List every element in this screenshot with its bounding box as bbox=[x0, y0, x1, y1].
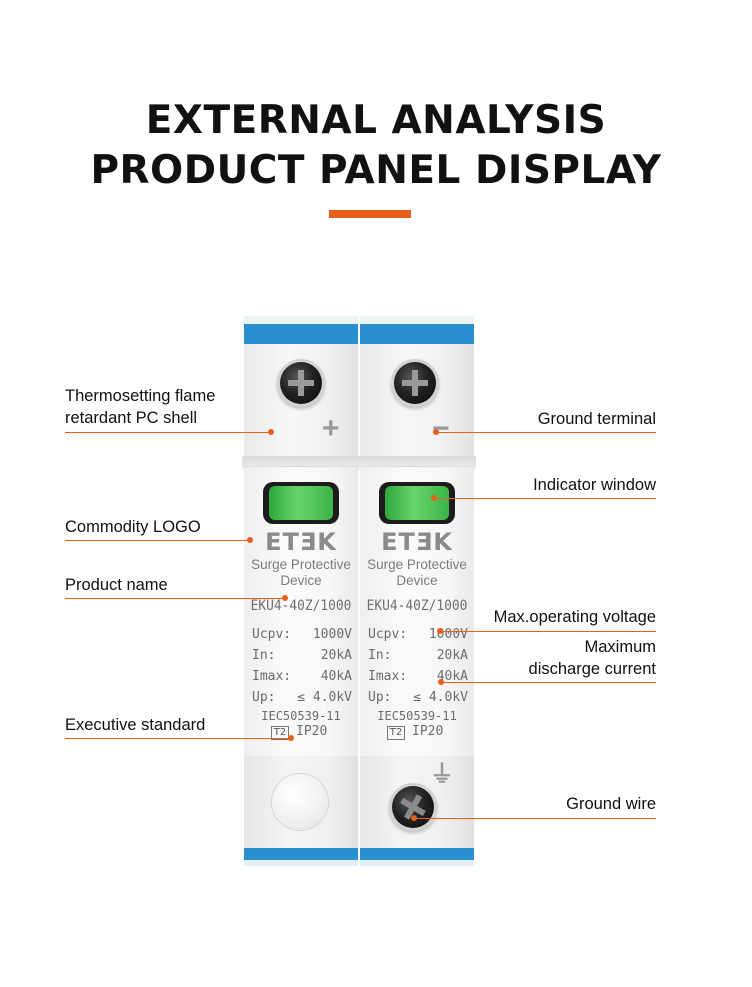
plus-terminal-mark: + bbox=[322, 412, 340, 445]
callout-shell: Thermosetting flame retardant PC shell bbox=[65, 387, 216, 427]
release-button[interactable] bbox=[272, 774, 328, 830]
device-pole-right: − ETƎK Surge Protective Device EKU4-40Z/… bbox=[358, 316, 476, 866]
ground-symbol-icon: ⏚ bbox=[430, 761, 454, 788]
class-badge: T2 bbox=[387, 726, 405, 740]
bottom-cap-right bbox=[360, 848, 474, 866]
callout-dot-shell bbox=[268, 429, 274, 435]
terminal-screw-icon bbox=[280, 362, 322, 404]
callout-ground-terminal: Ground terminal bbox=[537, 410, 656, 428]
ip-rating: IP20 bbox=[412, 724, 444, 739]
callout-dot-ground-wire bbox=[411, 815, 417, 821]
ground-screw-icon bbox=[392, 786, 434, 828]
callout-standard: Executive standard bbox=[65, 716, 206, 734]
callout-line-indicator-window bbox=[434, 498, 656, 499]
callout-line-standard bbox=[65, 738, 291, 739]
callout-dot-product-name bbox=[282, 595, 288, 601]
surge-protective-device: + ETƎK Surge Protective Device EKU4-40Z/… bbox=[242, 316, 476, 866]
callout-line-product-name bbox=[65, 598, 285, 599]
callout-line-ground-wire bbox=[414, 818, 656, 819]
callout-dot-ground-terminal bbox=[433, 429, 439, 435]
terminal-screw-icon bbox=[394, 362, 436, 404]
callout-line-max-discharge bbox=[441, 682, 656, 683]
callout-dot-standard bbox=[288, 735, 294, 741]
brand-logo: ETƎK bbox=[381, 528, 453, 556]
indicator-window-right bbox=[379, 482, 455, 524]
callout-dot-max-discharge bbox=[438, 679, 444, 685]
indicator-window-left bbox=[263, 482, 339, 524]
title-accent-bar bbox=[329, 210, 411, 218]
device-type-label: Surge Protective Device bbox=[367, 557, 467, 588]
callout-line-shell bbox=[65, 432, 271, 433]
standard-label: IEC50539-11 bbox=[377, 709, 457, 723]
bottom-cap-left bbox=[244, 848, 358, 866]
device-type-label: Surge Protective Device bbox=[251, 557, 351, 588]
model-label: EKU4-40Z/1000 bbox=[250, 598, 352, 614]
callout-product-name: Product name bbox=[65, 576, 168, 594]
callout-dot-logo bbox=[247, 537, 253, 543]
callout-line-max-voltage bbox=[440, 631, 656, 632]
standard-label: IEC50539-11 bbox=[261, 709, 341, 723]
minus-terminal-mark: − bbox=[432, 412, 450, 445]
callout-max-voltage: Max.operating voltage bbox=[493, 608, 656, 626]
top-cap-left bbox=[244, 316, 358, 344]
callout-line-logo bbox=[65, 540, 250, 541]
page-title-line1: EXTERNAL ANALYSIS bbox=[145, 98, 607, 143]
callout-dot-max-voltage bbox=[437, 628, 443, 634]
callout-max-discharge: Maximum discharge current bbox=[528, 638, 656, 678]
callout-dot-indicator-window bbox=[431, 495, 437, 501]
ip-rating: IP20 bbox=[296, 724, 328, 739]
device-pole-left: + ETƎK Surge Protective Device EKU4-40Z/… bbox=[242, 316, 360, 866]
callout-indicator-window: Indicator window bbox=[533, 476, 656, 494]
page-title-line2: PRODUCT PANEL DISPLAY bbox=[90, 148, 662, 193]
callout-ground-wire: Ground wire bbox=[566, 795, 656, 813]
callout-logo: Commodity LOGO bbox=[65, 518, 201, 536]
model-label: EKU4-40Z/1000 bbox=[366, 598, 468, 614]
top-cap-right bbox=[360, 316, 474, 344]
brand-logo: ETƎK bbox=[265, 528, 337, 556]
class-badge: T2 bbox=[271, 726, 289, 740]
callout-line-ground-terminal bbox=[436, 432, 656, 433]
